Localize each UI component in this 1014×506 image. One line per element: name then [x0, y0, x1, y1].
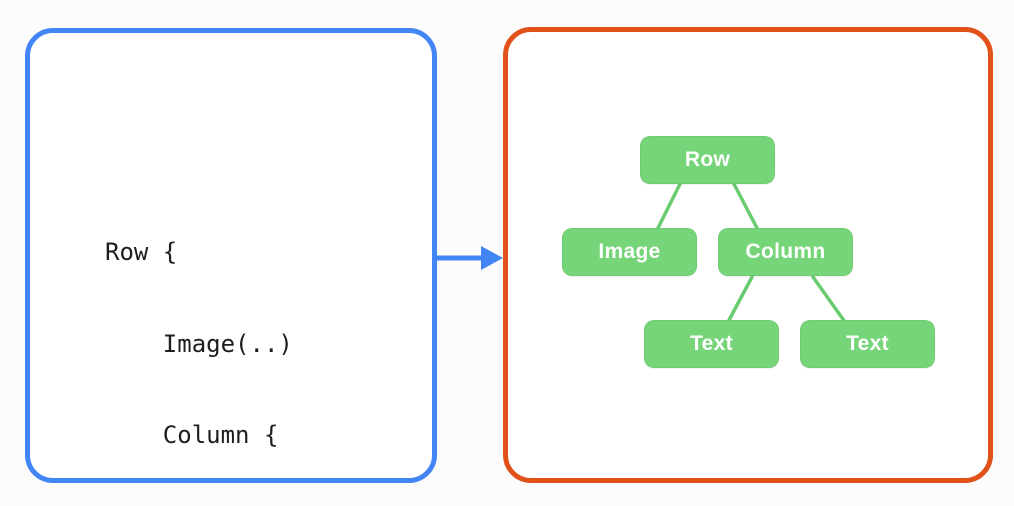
tree-connector-lines — [655, 182, 847, 324]
code-block: Row { Image(..) Column { Text(..) Text(.… — [105, 176, 336, 506]
tree-panel: Row Image Column Text Text — [503, 27, 993, 483]
tree-node-column: Column — [718, 228, 853, 276]
tree-node-label: Image — [598, 240, 661, 263]
tree-node-text-2: Text — [800, 320, 935, 368]
tree-node-label: Column — [745, 240, 826, 263]
code-line: Row { — [105, 238, 178, 266]
tree-node-text-1: Text — [644, 320, 779, 368]
code-line: Column { — [105, 421, 279, 449]
code-panel: Row { Image(..) Column { Text(..) Text(.… — [25, 28, 437, 483]
code-line: Image(..) — [105, 329, 293, 358]
arrow-right-icon — [433, 246, 503, 270]
tree-node-image: Image — [562, 228, 697, 276]
tree-node-row: Row — [640, 136, 775, 184]
tree-node-label: Text — [846, 332, 889, 355]
tree-node-label: Row — [684, 148, 731, 171]
tree-node-label: Text — [690, 332, 733, 355]
